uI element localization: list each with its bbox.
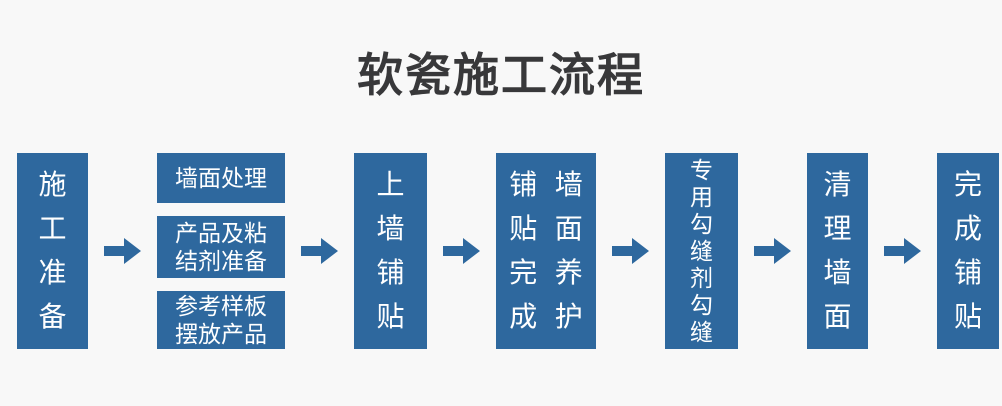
- step-label: 清理墙面: [823, 169, 852, 332]
- step-clean-wall: 清理墙面: [807, 153, 868, 349]
- substep-reference-sample-placement: 参考样板 摆放产品: [157, 291, 285, 349]
- right-arrow-icon: [301, 236, 338, 266]
- step-special-grout-jointing: 专用勾缝剂勾缝: [665, 153, 738, 349]
- wall-curing-column: 墙面养护: [554, 169, 583, 332]
- substep-wall-treatment: 墙面处理: [157, 153, 285, 203]
- process-flow: 施工准备 墙面处理 产品及粘 结剂准备 参考样板 摆放产品 上墙铺贴 铺贴完成 …: [0, 153, 1002, 349]
- page-title: 软瓷施工流程: [357, 49, 645, 101]
- right-arrow-icon: [104, 236, 141, 266]
- right-arrow-icon: [443, 236, 480, 266]
- right-arrow-icon: [612, 236, 649, 266]
- step-wall-paving: 上墙铺贴: [354, 153, 427, 349]
- right-arrow-icon: [884, 236, 921, 266]
- step-finish-paving: 完成铺贴: [937, 153, 999, 349]
- right-arrow-icon: [754, 236, 791, 266]
- preparation-substeps: 墙面处理 产品及粘 结剂准备 参考样板 摆放产品: [157, 153, 285, 349]
- substep-product-adhesive-preparation: 产品及粘 结剂准备: [157, 216, 285, 278]
- step-construction-preparation: 施工准备: [17, 153, 88, 349]
- step-label: 施工准备: [38, 169, 67, 332]
- step-label: 完成铺贴: [953, 169, 982, 332]
- paving-complete-column: 铺贴完成: [509, 169, 538, 332]
- step-paving-complete-wall-curing: 铺贴完成 墙面养护: [496, 153, 596, 349]
- step-label: 专用勾缝剂勾缝: [690, 156, 713, 345]
- step-label: 上墙铺贴: [376, 169, 405, 332]
